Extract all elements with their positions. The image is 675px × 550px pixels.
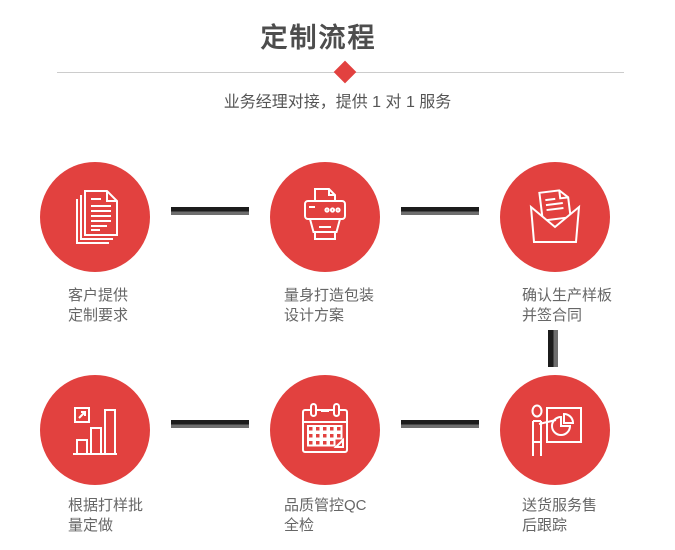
growth-chart-icon bbox=[63, 398, 127, 462]
connector-step4-step5 bbox=[171, 420, 249, 428]
printer-icon bbox=[293, 185, 357, 249]
step-1-label: 客户提供 定制要求 bbox=[68, 287, 129, 324]
presentation-icon bbox=[523, 398, 587, 462]
step-6-label: 送货服务售 后跟踪 bbox=[522, 497, 598, 534]
diamond-icon bbox=[333, 60, 357, 84]
step-3-circle bbox=[500, 162, 610, 272]
step-5-label: 品质管控QC 全检 bbox=[284, 497, 367, 534]
connector-step5-step6 bbox=[401, 420, 479, 428]
step-5-circle bbox=[270, 375, 380, 485]
step-4-circle bbox=[40, 375, 150, 485]
step-2-circle bbox=[270, 162, 380, 272]
step-4-label: 根据打样批 量定做 bbox=[68, 497, 144, 534]
step-2-label: 量身打造包装 设计方案 bbox=[284, 287, 375, 324]
connector-step1-step2 bbox=[171, 207, 249, 215]
step-1-circle bbox=[40, 162, 150, 272]
page-subtitle: 业务经理对接，提供 1 对 1 服务 bbox=[223, 94, 452, 111]
step-6-circle bbox=[500, 375, 610, 485]
page-title: 定制流程 bbox=[260, 23, 377, 53]
calendar-icon bbox=[293, 398, 357, 462]
connector-step2-step3 bbox=[401, 207, 479, 215]
connector-step3-step6 bbox=[548, 330, 558, 367]
documents-icon bbox=[63, 185, 127, 249]
step-3-label: 确认生产样板 并签合同 bbox=[522, 287, 613, 324]
envelope-letter-icon bbox=[523, 185, 587, 249]
